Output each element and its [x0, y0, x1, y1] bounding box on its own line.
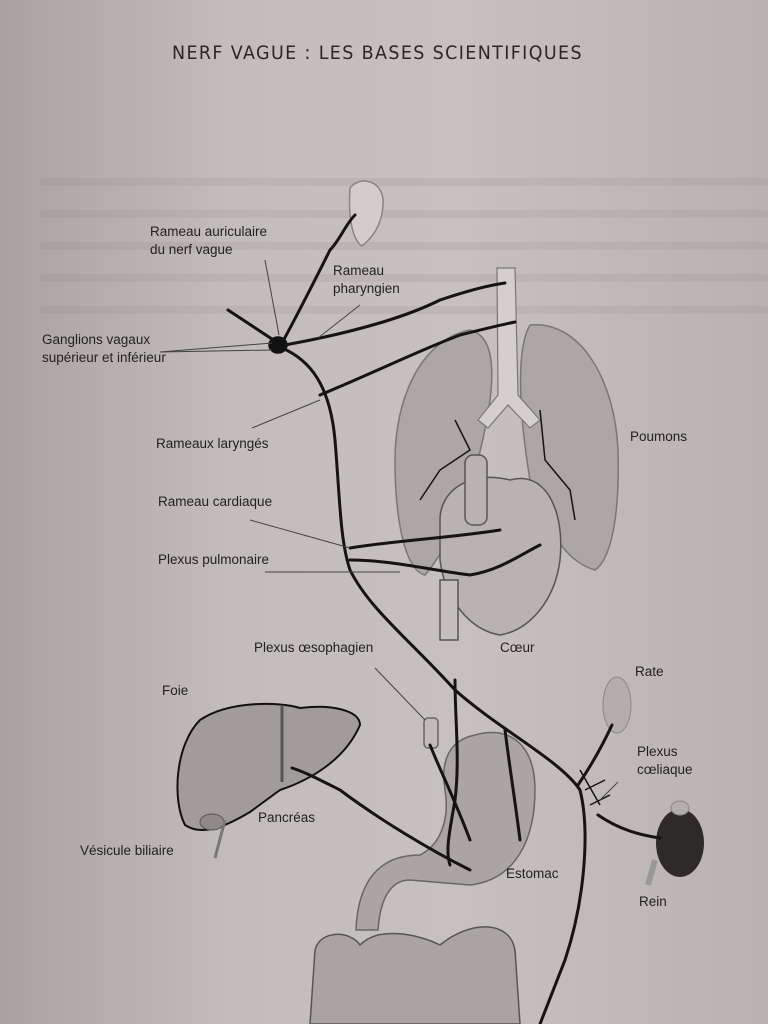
- label-foie: Foie: [162, 683, 189, 698]
- heart: [439, 454, 562, 641]
- label-rein: Rein: [639, 894, 667, 909]
- liver: [176, 702, 362, 832]
- label-rameau-cardiaque: Rameau cardiaque: [158, 494, 273, 509]
- nerve-paths: [226, 213, 662, 1024]
- bleed-through-text: [40, 274, 768, 282]
- spleen: [602, 676, 632, 734]
- plexus-details: [268, 336, 611, 806]
- label-rameau-auriculaire: Rameau auriculaire du nerf vague: [150, 223, 267, 259]
- label-line: du nerf vague: [150, 242, 233, 257]
- intestines: [309, 926, 521, 1024]
- page-title: NERF VAGUE : LES BASES SCIENTIFIQUES: [172, 42, 583, 64]
- label-rate: Rate: [635, 664, 664, 679]
- label-plexus-pulmonaire: Plexus pulmonaire: [158, 552, 270, 567]
- label-rameaux-larynges: Rameaux laryngés: [156, 436, 269, 451]
- bleed-through-text: [40, 178, 768, 186]
- label-rameau-pharyngien: Rameau pharyngien: [333, 262, 400, 298]
- label-line: Ganglions vagaux: [42, 332, 151, 347]
- label-plexus-coeliaque: Plexus cœliaque: [637, 743, 693, 779]
- label-plexus-oesophagien: Plexus œsophagien: [254, 640, 374, 655]
- label-ganglions-vagaux: Ganglions vagaux supérieur et inférieur: [42, 331, 166, 367]
- bleed-through-text: [40, 306, 768, 314]
- ear: [348, 180, 384, 247]
- trachea: [477, 267, 541, 429]
- label-line: cœliaque: [637, 762, 693, 777]
- label-line: Plexus: [637, 744, 678, 759]
- label-line: supérieur et inférieur: [42, 350, 166, 365]
- label-line: pharyngien: [333, 281, 400, 296]
- kidney: [645, 800, 704, 886]
- bleed-through-text: [40, 210, 768, 218]
- label-line: Rameau: [333, 263, 385, 278]
- label-line: Rameau auriculaire: [150, 224, 268, 239]
- stomach: [355, 717, 536, 931]
- bleed-through-text: [40, 242, 768, 250]
- gallbladder: [199, 813, 227, 859]
- label-poumons: Poumons: [630, 429, 688, 444]
- leader-lines: [159, 259, 619, 801]
- label-vesicule-biliaire: Vésicule biliaire: [80, 843, 174, 858]
- label-coeur: Cœur: [500, 640, 535, 655]
- label-estomac: Estomac: [506, 866, 559, 881]
- label-pancreas: Pancréas: [258, 810, 316, 825]
